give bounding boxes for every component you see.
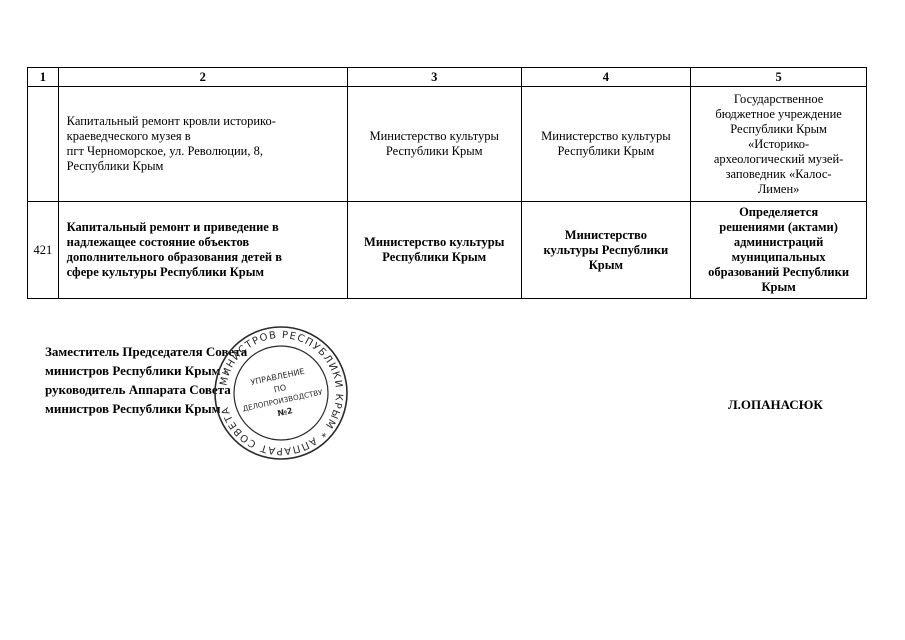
table-row: Капитальный ремонт кровли историко- крае… <box>27 86 867 202</box>
object-name-cell: Капитальный ремонт кровли историко- крае… <box>57 86 348 202</box>
column-header-2: 2 <box>57 67 348 87</box>
data-table: 1 2 3 4 5 Капитальный ремонт кровли исто… <box>27 67 867 299</box>
cell-text-line: администраций <box>733 235 824 249</box>
cell-text-line: Республики Крым <box>382 250 487 264</box>
stamp-inner-line: ПО <box>273 383 287 394</box>
cell-text-line: пгт Черноморское, ул. Революции, 8, <box>66 144 263 158</box>
cell-text-line: дополнительного образования детей в <box>66 250 282 264</box>
cell-text-line: Определяется <box>739 205 819 219</box>
signatory-line: Заместитель Председателя Совета <box>45 344 248 359</box>
cell-text-line: надлежащее состояние объектов <box>66 235 250 249</box>
cell-text-line: археологический музей- <box>713 151 844 166</box>
recipient-cell: Государственное бюджетное учреждение Рес… <box>690 86 867 202</box>
developer-cell: Министерство культуры Республики Крым <box>520 86 692 202</box>
cell-text-line: образований Республики <box>708 265 850 279</box>
signatory-position: Заместитель Председателя Совета министро… <box>45 342 247 418</box>
column-header-5: 5 <box>690 67 867 87</box>
cell-text-line: муниципальных <box>731 250 826 264</box>
signatory-line: министров Республики Крым <box>45 401 221 416</box>
row-number-cell <box>27 86 59 202</box>
cell-text-line: Республики Крым <box>385 144 483 158</box>
cell-text-line: решениями (актами) <box>719 220 838 234</box>
row-number-cell: 421 <box>27 201 59 299</box>
developer-cell: Министерство культуры Республики Крым <box>520 201 692 299</box>
cell-text-line: Республики Крым <box>66 159 164 173</box>
column-header-3: 3 <box>346 67 522 87</box>
official-stamp: МИНИСТРОВ РЕСПУБЛИКИ КРЫМ * АППАРАТ СОВЕ… <box>214 326 348 460</box>
cell-text-line: Министерство культуры <box>364 235 505 249</box>
stamp-inner-line: №2 <box>277 406 294 418</box>
cell-text-line: культуры Республики <box>543 242 669 257</box>
object-name-cell: Капитальный ремонт и приведение в надлеж… <box>57 201 348 299</box>
signatory-line: руководитель Аппарата Совета <box>45 382 231 397</box>
cell-text-line: Лимен» <box>757 181 800 196</box>
table-row: 421 Капитальный ремонт и приведение в на… <box>27 201 867 299</box>
cell-text-line: Министерство <box>564 227 647 242</box>
cell-text-line: Государственное <box>733 91 824 106</box>
cell-text-line: Республики Крым <box>730 121 827 136</box>
customer-cell: Министерство культуры Республики Крым <box>346 201 522 299</box>
cell-text-line: сфере культуры Республики Крым <box>66 265 265 279</box>
cell-text-line: «Историко- <box>748 136 810 151</box>
recipient-cell: Определяется решениями (актами) админист… <box>690 201 867 299</box>
cell-text-line: Крым <box>761 280 796 294</box>
cell-text-line: Капитальный ремонт и приведение в <box>66 220 279 234</box>
column-header-4: 4 <box>520 67 692 87</box>
stamp-outer-ring <box>214 326 348 460</box>
customer-cell: Министерство культуры Республики Крым <box>346 86 522 202</box>
cell-text-line: Министерство культуры <box>541 129 671 143</box>
cell-text-line: Республики Крым <box>557 144 655 158</box>
signer-name: Л.ОПАНАСЮК <box>728 397 823 412</box>
cell-text-line: Министерство культуры <box>369 129 499 143</box>
table-header-row: 1 2 3 4 5 <box>27 67 867 87</box>
stamp-outer-text: МИНИСТРОВ РЕСПУБЛИКИ КРЫМ * АППАРАТ СОВЕ… <box>218 330 344 456</box>
cell-text-line: заповедник «Калос- <box>725 166 832 181</box>
cell-text-line: краеведческого музея в <box>66 129 191 143</box>
cell-text-line: бюджетное учреждение <box>715 106 842 121</box>
signatory-line: министров Республики Крым - <box>45 363 229 378</box>
stamp-inner-ring <box>233 345 329 441</box>
column-header-1: 1 <box>27 67 59 87</box>
cell-text-line: Капитальный ремонт кровли историко- <box>66 114 276 128</box>
cell-text-line: Крым <box>588 257 624 272</box>
